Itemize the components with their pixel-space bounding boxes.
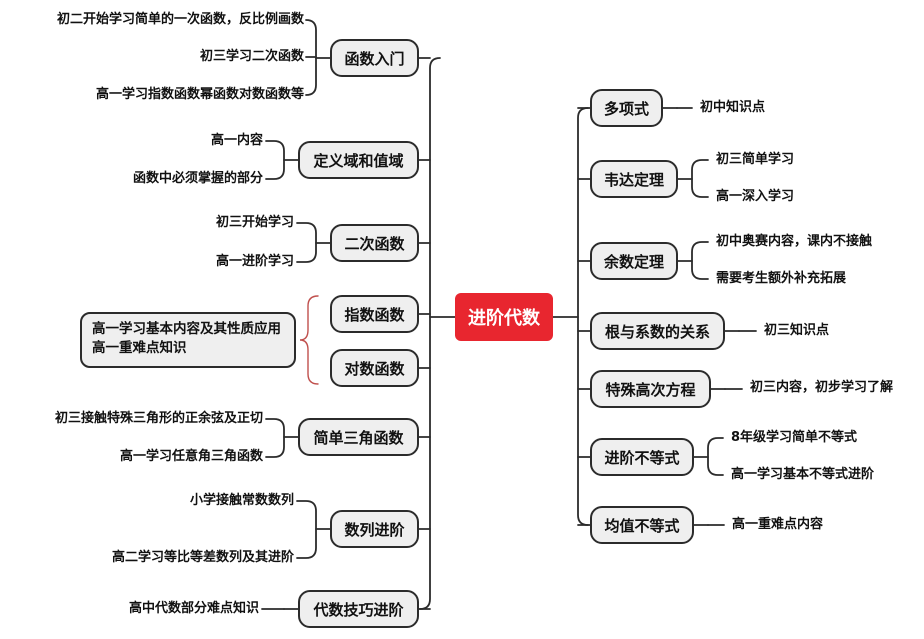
branch-sequences[interactable]: 数列进阶 <box>330 510 419 548</box>
leaf-remainder-theorem-1: 初中奥赛内容，课内不接触 <box>716 234 873 249</box>
leaf-roots-coefficients-1: 初三知识点 <box>764 323 830 338</box>
leaf-polynomial-1: 初中知识点 <box>700 100 766 115</box>
root-node[interactable]: 进阶代数 <box>455 293 553 341</box>
branch-algebra-techniques[interactable]: 代数技巧进阶 <box>298 590 419 628</box>
shared-note-line-2: 高一重难点知识 <box>92 340 187 356</box>
fork-remainder-fork <box>691 241 709 280</box>
shared-note-box[interactable]: 高一学习基本内容及其性质应用 高一重难点知识 <box>80 312 296 368</box>
leaf-domain-range-2: 函数中必须掌握的部分 <box>132 171 263 186</box>
leaf-advanced-inequalities-1: 8年级学习简单不等式 <box>731 430 858 445</box>
leaf-advanced-inequalities-2: 高一学习基本不等式进阶 <box>731 467 875 482</box>
branch-domain-range[interactable]: 定义域和值域 <box>298 141 419 179</box>
leaf-trigonometric-2: 高一学习任意角三角函数 <box>119 449 263 464</box>
left-trunk <box>419 57 441 610</box>
leaf-quadratic-1: 初三开始学习 <box>215 215 294 230</box>
fork-advanced-inequalities-fork <box>707 437 724 476</box>
leaf-algebra-techniques-1: 高中代数部分难点知识 <box>128 601 259 616</box>
leaf-sequences-2: 高二学习等比等差数列及其进阶 <box>111 550 294 565</box>
branch-higher-order-equations[interactable]: 特殊高次方程 <box>590 370 711 408</box>
shared-note-line-1: 高一学习基本内容及其性质应用 <box>92 321 281 337</box>
branch-exponential[interactable]: 指数函数 <box>330 295 419 333</box>
branch-vieta[interactable]: 韦达定理 <box>590 160 678 198</box>
leaf-function-intro-3: 高一学习指数函数幂函数对数函数等 <box>95 87 304 102</box>
fork-sequences-fork <box>296 500 317 559</box>
branch-mean-inequality[interactable]: 均值不等式 <box>590 506 694 544</box>
leaf-function-intro-1: 初二开始学习简单的一次函数，反比例画数 <box>56 12 304 27</box>
leaf-higher-order-equations-1: 初三内容，初步学习了解 <box>750 380 894 395</box>
branch-remainder-theorem[interactable]: 余数定理 <box>590 242 678 280</box>
fork-trigonometric-fork <box>265 418 285 458</box>
leaf-trigonometric-1: 初三接触特殊三角形的正余弦及正切 <box>54 411 263 426</box>
branch-advanced-inequalities[interactable]: 进阶不等式 <box>590 438 694 476</box>
leaf-mean-inequality-1: 高一重难点内容 <box>732 517 824 532</box>
group-bracket <box>299 295 319 385</box>
branch-roots-coefficients[interactable]: 根与系数的关系 <box>590 312 725 350</box>
fork-domain-range-fork <box>265 140 285 180</box>
branch-polynomial[interactable]: 多项式 <box>590 89 663 127</box>
leaf-quadratic-2: 高一进阶学习 <box>215 254 294 269</box>
fork-vieta-fork <box>691 159 709 198</box>
branch-trigonometric[interactable]: 简单三角函数 <box>298 418 419 456</box>
leaf-domain-range-1: 高一内容 <box>210 133 263 148</box>
fork-quadratic-fork <box>296 222 317 263</box>
leaf-remainder-theorem-2: 需要考生额外补充拓展 <box>716 271 847 286</box>
leaf-sequences-1: 小学接触常数数列 <box>189 493 294 508</box>
leaf-vieta-2: 高一深入学习 <box>716 189 795 204</box>
leaf-vieta-1: 初三简单学习 <box>716 152 795 167</box>
branch-function-intro[interactable]: 函数入门 <box>330 39 419 77</box>
branch-logarithmic[interactable]: 对数函数 <box>330 349 419 387</box>
right-trunk <box>577 107 589 526</box>
leaf-function-intro-2: 初三学习二次函数 <box>199 49 304 64</box>
branch-quadratic[interactable]: 二次函数 <box>330 224 419 262</box>
